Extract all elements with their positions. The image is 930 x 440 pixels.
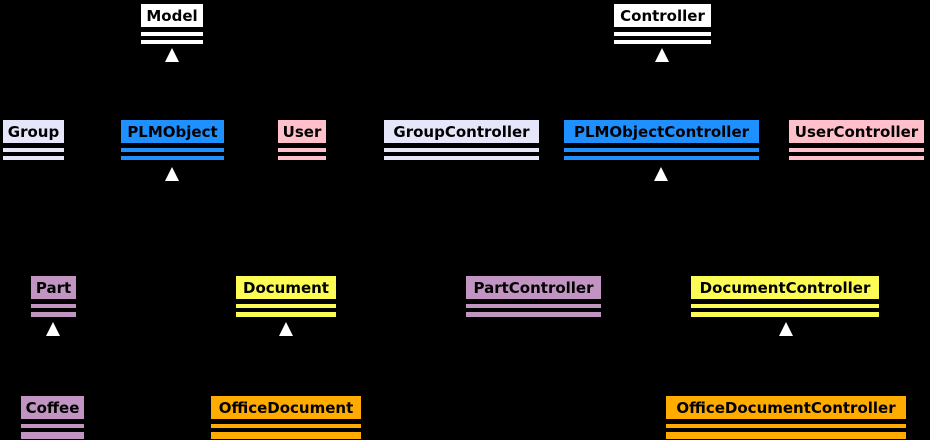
class-node-documentcontroller[interactable]: DocumentController [690, 275, 880, 318]
class-node-user[interactable]: User [277, 119, 327, 161]
class-name-compartment: Coffee [20, 395, 85, 420]
class-name-label: User [282, 122, 322, 141]
class-name-compartment: Part [30, 275, 77, 300]
class-name-label: Coffee [25, 398, 80, 417]
class-node-partcontroller[interactable]: PartController [465, 275, 602, 318]
methods-compartment [277, 155, 327, 161]
inheritance-triangle-icon-document [279, 322, 293, 336]
class-name-label: Group [7, 122, 60, 141]
class-node-usercontroller[interactable]: UserController [788, 119, 925, 161]
inheritance-triangle-icon-plmobjectcontroller [654, 167, 668, 181]
attributes-compartment [2, 147, 65, 153]
class-name-label: Controller [620, 6, 705, 25]
class-node-group[interactable]: Group [2, 119, 65, 161]
class-name-compartment: GroupController [383, 119, 540, 144]
class-name-label: UserController [794, 122, 919, 141]
attributes-compartment [690, 303, 880, 309]
inheritance-triangle-icon-part [46, 322, 60, 336]
class-name-compartment: PLMObjectController [563, 119, 760, 144]
inheritance-triangle-icon-controller [655, 48, 669, 62]
methods-compartment [613, 39, 712, 45]
class-name-label: Model [146, 6, 198, 25]
attributes-compartment [120, 147, 225, 153]
methods-compartment [140, 39, 204, 45]
class-name-label: Document [243, 278, 329, 297]
class-name-label: OfficeDocument [218, 398, 354, 417]
class-node-model[interactable]: Model [140, 3, 204, 45]
attributes-compartment [788, 147, 925, 153]
attributes-compartment [235, 303, 337, 309]
class-node-coffee[interactable]: Coffee [20, 395, 85, 440]
methods-compartment [235, 311, 337, 318]
class-name-compartment: Group [2, 119, 65, 144]
class-name-compartment: User [277, 119, 327, 144]
methods-compartment [20, 431, 85, 440]
methods-compartment [788, 155, 925, 161]
class-name-compartment: Controller [613, 3, 712, 28]
class-name-compartment: OfficeDocumentController [665, 395, 907, 420]
methods-compartment [210, 431, 362, 440]
class-node-controller[interactable]: Controller [613, 3, 712, 45]
class-name-label: PLMObject [127, 122, 218, 141]
class-name-label: GroupController [393, 122, 530, 141]
methods-compartment [120, 155, 225, 161]
attributes-compartment [563, 147, 760, 153]
class-name-compartment: UserController [788, 119, 925, 144]
class-name-label: PartController [473, 278, 594, 297]
methods-compartment [563, 155, 760, 161]
attributes-compartment [383, 147, 540, 153]
class-name-label: Part [35, 278, 72, 297]
class-node-part[interactable]: Part [30, 275, 77, 318]
attributes-compartment [665, 423, 907, 429]
methods-compartment [690, 311, 880, 318]
attributes-compartment [465, 303, 602, 309]
class-node-officedocument[interactable]: OfficeDocument [210, 395, 362, 440]
methods-compartment [2, 155, 65, 161]
attributes-compartment [613, 31, 712, 37]
methods-compartment [465, 311, 602, 318]
class-node-document[interactable]: Document [235, 275, 337, 318]
class-name-compartment: PLMObject [120, 119, 225, 144]
inheritance-triangle-icon-plmobject [165, 167, 179, 181]
class-name-compartment: PartController [465, 275, 602, 300]
class-name-compartment: Document [235, 275, 337, 300]
class-name-label: DocumentController [699, 278, 871, 297]
attributes-compartment [277, 147, 327, 153]
class-node-groupcontroller[interactable]: GroupController [383, 119, 540, 161]
inheritance-triangle-icon-documentcontroller [779, 322, 793, 336]
attributes-compartment [210, 423, 362, 429]
class-name-label: PLMObjectController [573, 122, 750, 141]
class-name-compartment: DocumentController [690, 275, 880, 300]
class-name-label: OfficeDocumentController [676, 398, 896, 417]
class-node-plmobjectcontroller[interactable]: PLMObjectController [563, 119, 760, 161]
methods-compartment [665, 431, 907, 440]
class-name-compartment: OfficeDocument [210, 395, 362, 420]
class-node-officedocumentcontroller[interactable]: OfficeDocumentController [665, 395, 907, 440]
attributes-compartment [30, 303, 77, 309]
inheritance-triangle-icon-model [165, 48, 179, 62]
class-name-compartment: Model [140, 3, 204, 28]
methods-compartment [383, 155, 540, 161]
attributes-compartment [140, 31, 204, 37]
class-node-plmobject[interactable]: PLMObject [120, 119, 225, 161]
methods-compartment [30, 311, 77, 318]
attributes-compartment [20, 423, 85, 429]
